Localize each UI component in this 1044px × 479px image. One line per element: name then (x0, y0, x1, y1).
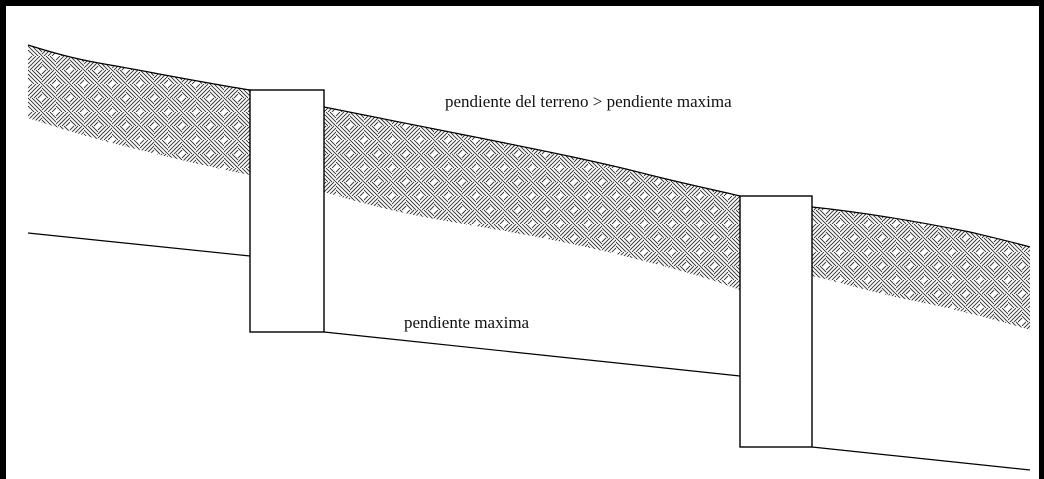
drop-structure-1 (249, 89, 325, 333)
ground-surface-left (27, 44, 251, 91)
soil-band-middle (324, 107, 740, 290)
soil-band-right (812, 207, 1030, 330)
max-slope-line-middle (323, 331, 741, 377)
drop-structure-2 (739, 195, 813, 448)
max-slope-line-left (27, 232, 251, 257)
soil-band-left (28, 45, 250, 175)
label-terrain-slope: pendiente del terreno > pendiente maxima (445, 92, 732, 111)
max-slope-line-right (811, 446, 1031, 471)
label-max-slope: pendiente maxima (404, 313, 530, 332)
